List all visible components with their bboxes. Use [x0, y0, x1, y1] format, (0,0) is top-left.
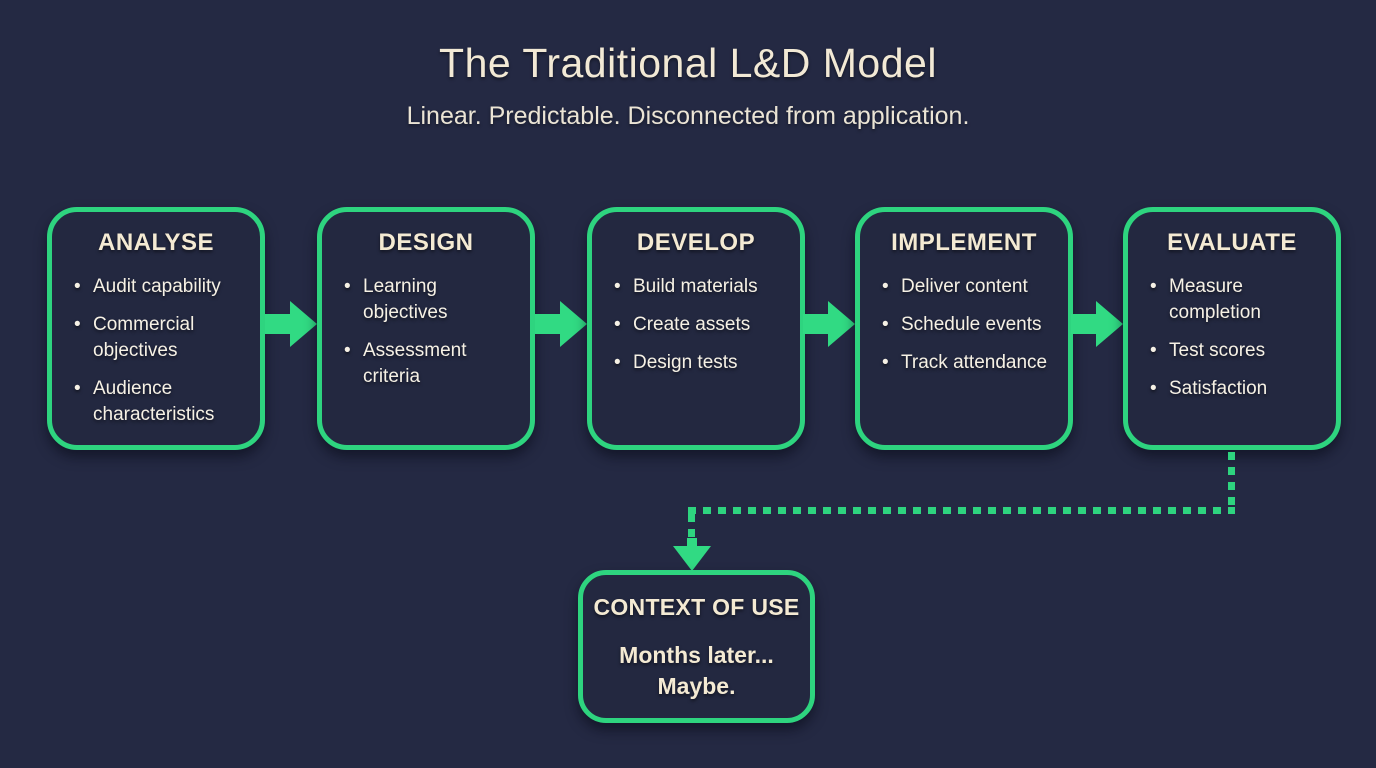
page-title: The Traditional L&D Model — [439, 40, 937, 86]
context-line-2: Maybe. — [657, 673, 736, 699]
stage-title: IMPLEMENT — [891, 229, 1037, 256]
stage-box-design: DESIGN Learning objectives Assessment cr… — [317, 207, 535, 450]
context-box-title: CONTEXT OF USE — [593, 594, 800, 620]
stage-box-develop: DEVELOP Build materials Create assets De… — [587, 207, 805, 450]
stage-title: DEVELOP — [636, 229, 756, 256]
stage-item: Schedule events — [880, 312, 1056, 338]
stage-title: EVALUATE — [1167, 229, 1297, 256]
stage-item: Audience characteristics — [72, 376, 248, 428]
arrow-right-icon — [1071, 301, 1123, 347]
stage-item-list: Learning objectives Assessment criteria — [342, 274, 518, 390]
dotted-connector-segment-horizontal — [688, 507, 1235, 514]
stage-box-evaluate: EVALUATE Measure completion Test scores … — [1123, 207, 1341, 450]
page-subtitle: Linear. Predictable. Disconnected from a… — [406, 102, 970, 130]
context-line-1: Months later... — [619, 642, 774, 668]
stage-title: DESIGN — [378, 229, 474, 256]
stage-item: Create assets — [612, 312, 788, 338]
stage-item: Build materials — [612, 274, 788, 300]
arrow-head — [828, 301, 855, 347]
stage-item-list: Deliver content Schedule events Track at… — [880, 274, 1056, 376]
arrow-right-icon — [535, 301, 587, 347]
stage-item: Satisfaction — [1148, 376, 1324, 402]
arrow-down-head — [673, 546, 711, 571]
dotted-connector-segment-left — [688, 514, 695, 540]
arrow-down-icon — [687, 538, 697, 549]
stage-box-implement: IMPLEMENT Deliver content Schedule event… — [855, 207, 1073, 450]
stage-item: Deliver content — [880, 274, 1056, 300]
context-of-use-box: CONTEXT OF USE Months later... Maybe. — [578, 570, 815, 723]
stage-item-list: Build materials Create assets Design tes… — [612, 274, 788, 376]
arrow-head — [560, 301, 587, 347]
context-box-body: Months later... Maybe. — [583, 640, 810, 702]
stage-box-analyse: ANALYSE Audit capability Commercial obje… — [47, 207, 265, 450]
stage-item: Measure completion — [1148, 274, 1324, 326]
stage-item: Commercial objectives — [72, 312, 248, 364]
stage-item: Track attendance — [880, 350, 1056, 376]
stage-item: Learning objectives — [342, 274, 518, 326]
arrow-shaft — [265, 314, 290, 334]
arrow-right-icon — [803, 301, 855, 347]
stage-title: ANALYSE — [98, 229, 214, 256]
arrow-head — [1096, 301, 1123, 347]
dotted-connector-segment-right — [1228, 452, 1235, 510]
stage-item: Design tests — [612, 350, 788, 376]
stage-item: Assessment criteria — [342, 338, 518, 390]
arrow-head — [290, 301, 317, 347]
arrow-right-icon — [265, 301, 317, 347]
arrow-shaft — [803, 314, 828, 334]
arrow-shaft — [1071, 314, 1096, 334]
stage-item: Audit capability — [72, 274, 248, 300]
stage-item-list: Measure completion Test scores Satisfact… — [1148, 274, 1324, 402]
stage-item: Test scores — [1148, 338, 1324, 364]
stage-item-list: Audit capability Commercial objectives A… — [72, 274, 248, 428]
arrow-shaft — [535, 314, 560, 334]
